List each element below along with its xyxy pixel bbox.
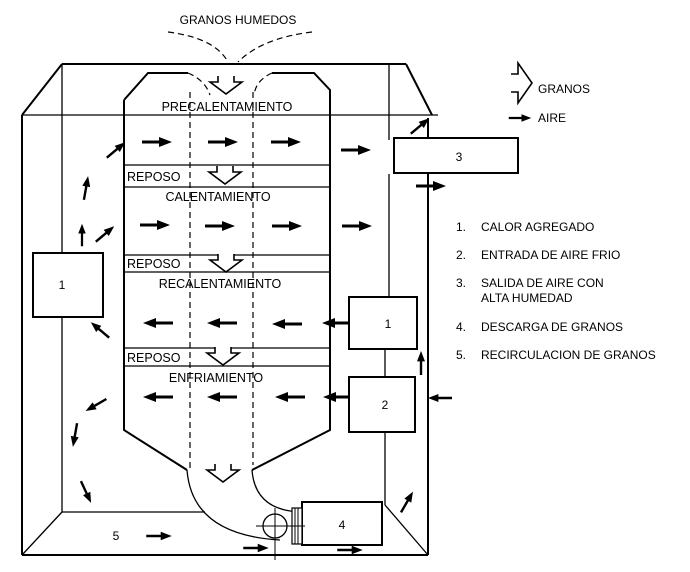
air-arrow-cold-in	[428, 394, 452, 402]
air-arrow-enf-3	[275, 392, 305, 402]
legend-list: 1. CALOR AGREGADO 2. ENTRADA DE AIRE FRI…	[456, 220, 656, 362]
grain-arrow-recirc	[146, 531, 172, 541]
air-arrow-cal-3	[272, 221, 302, 231]
air-arrow-left-diag	[93, 223, 117, 245]
air-arrow-cal-2	[205, 221, 235, 231]
dryer-column	[123, 72, 331, 541]
air-arrow-exhaust-right	[416, 181, 446, 191]
grain-arrow-bottom-1	[243, 543, 269, 553]
svg-text:4: 4	[339, 518, 346, 532]
air-arrow-pre-3	[271, 137, 301, 147]
svg-text:GRANOS: GRANOS	[538, 82, 590, 96]
enclosure	[21, 63, 438, 556]
stage-precalentamiento: PRECALENTAMIENTO	[162, 100, 293, 114]
svg-text:1: 1	[59, 278, 66, 292]
air-arrow-recal-1	[143, 318, 173, 328]
grain-arrow-chute	[206, 463, 240, 483]
legend-granos: GRANOS	[511, 60, 590, 106]
stage-enfriamiento: ENFRIAMIENTO	[169, 371, 263, 385]
legend-item-4: DESCARGA DE GRANOS	[481, 320, 623, 334]
legend-item-1: CALOR AGREGADO	[481, 220, 594, 234]
air-arrow-left-in	[88, 319, 112, 341]
box-cold-air-inlet: 2	[348, 376, 416, 433]
discharge-wheel-icon	[256, 508, 305, 560]
box-left-heater: 1	[32, 252, 104, 318]
hollow-arrow-icon	[511, 60, 533, 106]
stage-recalentamiento: RECALENTAMIENTO	[159, 277, 282, 291]
grain-arrow-bottom-2	[337, 545, 363, 555]
box-discharge: 4	[291, 501, 383, 546]
grain-arrow-reposo-1	[208, 165, 242, 185]
label-recirculation: 5	[113, 529, 120, 543]
legend-item-3: SALIDA DE AIRE CON	[481, 276, 604, 290]
inflow-curve-right	[237, 31, 313, 63]
legend-item-4-num: 4.	[456, 320, 466, 334]
air-arrow-cal-out	[342, 221, 372, 231]
air-arrow-left-down-3	[77, 479, 95, 505]
air-arrow-pre-2	[208, 137, 238, 147]
air-arrow-left-up-3	[78, 223, 86, 247]
air-arrow-recal-in	[322, 318, 352, 328]
legend-item-3-line2: ALTA HUMEDAD	[481, 291, 573, 305]
air-arrow-recal-2	[207, 318, 237, 328]
box-right-heater: 1	[348, 296, 418, 350]
air-arrow-left-up-2	[79, 175, 93, 201]
air-arrow-pre-1	[142, 137, 172, 147]
stage-reposo-3: REPOSO	[127, 351, 181, 365]
legend-item-5-num: 5.	[456, 348, 466, 362]
svg-text:2: 2	[382, 398, 389, 412]
solid-arrow-icon	[508, 114, 532, 122]
air-arrow-left-down-2	[68, 422, 82, 448]
grain-arrow-reposo-2	[209, 253, 243, 273]
inflow-curve-left	[167, 31, 229, 63]
legend-item-2-num: 2.	[456, 248, 466, 262]
legend-item-5: RECIRCULACION DE GRANOS	[481, 348, 656, 362]
title-granos-humedos: GRANOS HUMEDOS	[180, 13, 297, 27]
svg-text:1: 1	[385, 317, 392, 331]
air-arrow-enf-2	[207, 392, 237, 402]
air-arrow-recal-3	[272, 319, 302, 329]
svg-text:AIRE: AIRE	[538, 111, 566, 125]
air-arrow-right-bottom	[397, 489, 417, 515]
grain-arrow-reposo-3	[206, 346, 240, 366]
stage-reposo-2: REPOSO	[127, 257, 181, 271]
legend-aire: AIRE	[508, 111, 566, 125]
air-arrow-cal-1	[140, 220, 170, 230]
air-arrow-left-down-1	[83, 395, 109, 415]
box-exhaust: 3	[393, 137, 519, 174]
legend-item-3-num: 3.	[456, 276, 466, 290]
stage-calentamiento: CALENTAMIENTO	[165, 190, 270, 204]
grain-arrow-top	[209, 75, 243, 95]
air-arrow-pre-out	[341, 145, 371, 155]
air-arrow-enf-1	[143, 392, 173, 402]
air-arrow-right-up	[417, 351, 425, 375]
legend-item-2: ENTRADA DE AIRE FRIO	[481, 248, 620, 262]
svg-text:3: 3	[456, 150, 463, 164]
stage-reposo-1: REPOSO	[127, 170, 181, 184]
legend-item-1-num: 1.	[456, 220, 466, 234]
